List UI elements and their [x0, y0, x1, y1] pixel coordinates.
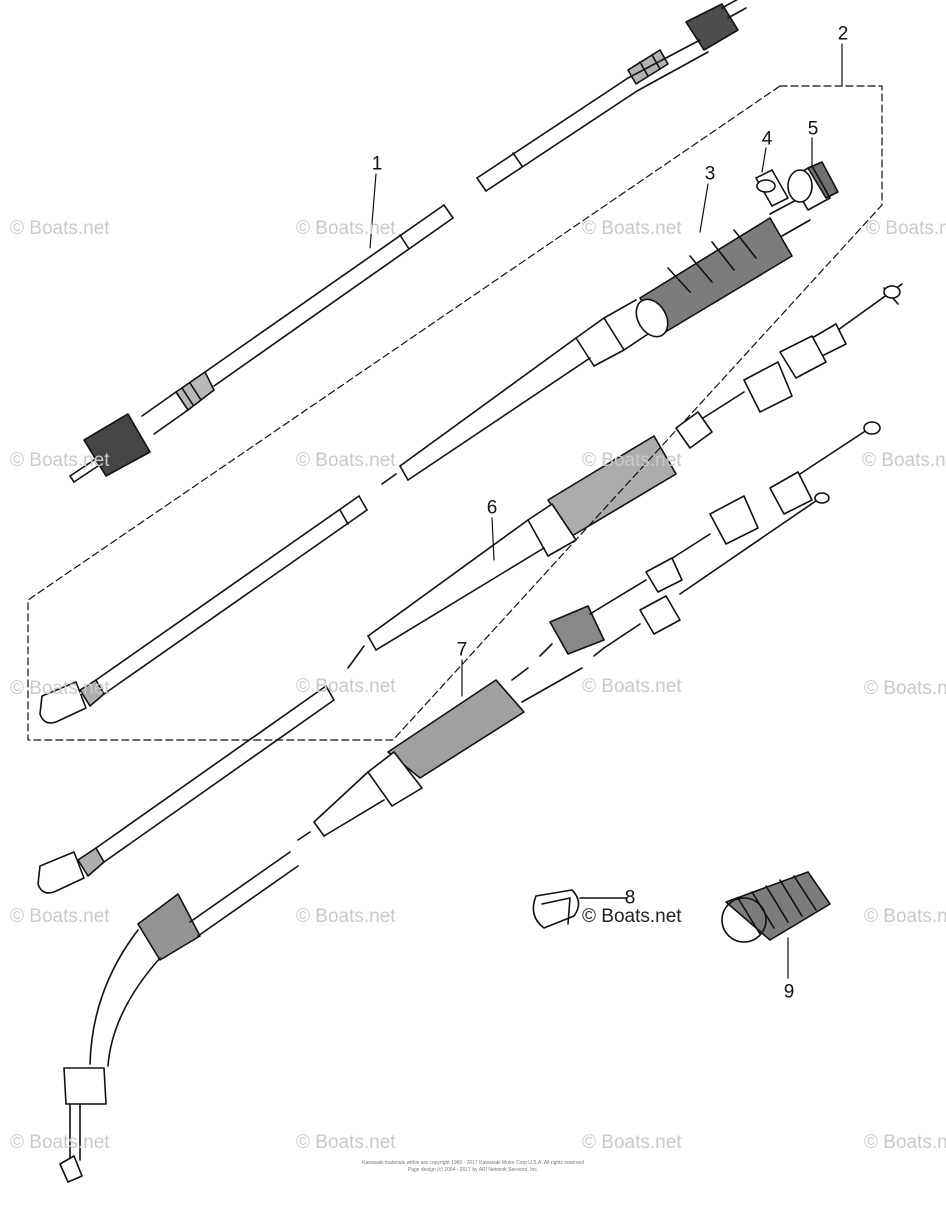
watermark: © Boats.net: [866, 218, 946, 239]
watermark: © Boats.net: [10, 1132, 110, 1153]
watermark: © Boats.net: [582, 1132, 682, 1153]
callout-2: 2: [837, 23, 849, 45]
watermark: © Boats.net: [582, 676, 682, 697]
watermark: © Boats.net: [296, 906, 396, 927]
callout-1: 1: [371, 153, 383, 175]
choke-cables: [539, 421, 881, 657]
part-6-cable: [37, 283, 903, 894]
watermark: © Boats.net: [582, 218, 682, 239]
watermark: © Boats.net: [296, 218, 396, 239]
clip-watermark: © Boats.net: [582, 906, 682, 927]
watermark: © Boats.net: [864, 678, 946, 699]
watermark: © Boats.net: [10, 906, 110, 927]
copyright-line-2: Page design (c) 2004 - 2017 by ARI Netwo…: [407, 1167, 539, 1173]
watermark: © Boats.net: [582, 450, 682, 471]
upper-cable-end: [476, 0, 747, 192]
callout-4: 4: [761, 128, 773, 150]
watermark: © Boats.net: [296, 1132, 396, 1153]
callout-3: 3: [704, 163, 716, 185]
leader-lines: [369, 43, 843, 979]
callout-8: 8: [624, 887, 636, 909]
part-2-cable: [39, 299, 649, 724]
watermark: © Boats.net: [10, 450, 110, 471]
part-3-grommet-spring: [635, 217, 793, 338]
watermark: © Boats.net: [10, 678, 110, 699]
copyright-line-1: Kawasaki materials within are copyright …: [362, 1160, 584, 1166]
part-8-clip: [532, 889, 627, 929]
callout-6: 6: [486, 497, 498, 519]
watermark: © Boats.net: [296, 450, 396, 471]
watermark: © Boats.net: [296, 676, 396, 697]
watermark: © Boats.net: [862, 450, 946, 471]
part-5-knurled-nut: [787, 161, 839, 211]
part-7-throttle-cable: [59, 667, 583, 1183]
callout-7: 7: [456, 639, 468, 661]
callout-5: 5: [807, 118, 819, 140]
watermark: © Boats.net: [10, 218, 110, 239]
watermark: © Boats.net: [864, 906, 946, 927]
part-9-spring: [721, 871, 831, 943]
part-4-fitting: [755, 169, 811, 237]
part-1-speedometer-cable: [69, 204, 454, 483]
callout-9: 9: [783, 981, 795, 1003]
watermark: © Boats.net: [864, 1132, 946, 1153]
assembly-frame-2: [27, 85, 883, 741]
